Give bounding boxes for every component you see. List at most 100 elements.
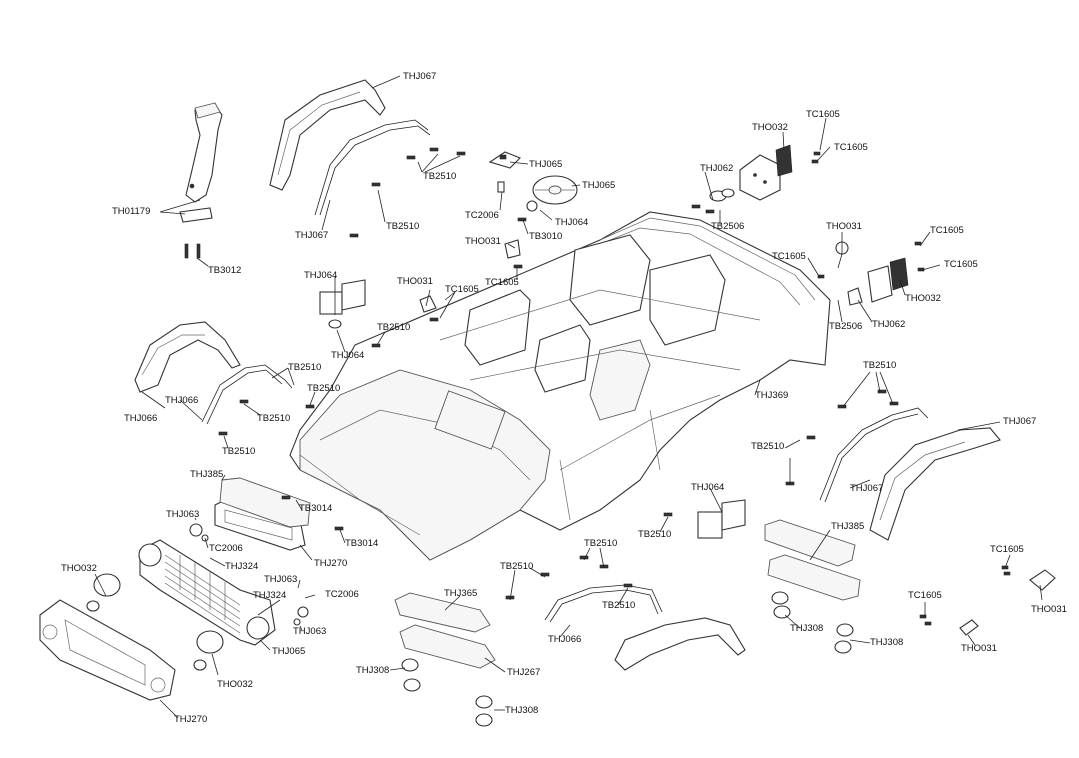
steering-wheel (532, 175, 578, 205)
steering-hub (526, 200, 538, 212)
label-thj062-right: THJ062 (872, 319, 905, 330)
label-thj066-flare: THJ066 (124, 413, 157, 424)
label-tb2510-door: TB2510 (638, 529, 671, 540)
label-tho032-left: THO032 (61, 563, 97, 574)
vehicle-body (289, 211, 831, 561)
grille-assembly-thj065 (138, 539, 276, 646)
label-tc2006-top: TC2006 (465, 210, 499, 221)
label-th01179: TH01179 (112, 206, 150, 217)
label-tho032-top: THO032 (752, 122, 788, 133)
label-thj067-right-bracket: THJ067 (850, 483, 883, 494)
label-tho031-right-a: THO031 (1031, 604, 1067, 615)
label-thj067-bracket: THJ067 (295, 230, 328, 241)
label-tb2510-fl-b: TB2510 (307, 383, 340, 394)
decal-thj385-left (219, 477, 311, 528)
label-thj064-top: THJ064 (555, 217, 588, 228)
cowl-vents (434, 390, 506, 450)
label-thj065-grille: THJ065 (272, 646, 305, 657)
label-thj063-low: THJ063 (293, 626, 326, 637)
headlight-tho032-right (193, 630, 224, 671)
leader-lines (94, 75, 1043, 719)
fender-flare-front-left (134, 321, 241, 393)
connector-thj062-top (709, 188, 735, 202)
controller-box-rear (739, 154, 781, 201)
label-tho031-left: THO031 (397, 276, 433, 287)
label-thj324-b: THJ324 (253, 590, 286, 601)
label-thj064-right: THJ064 (691, 482, 724, 493)
label-tho032-lower: THO032 (217, 679, 253, 690)
label-tho031-right-b: THO031 (961, 643, 997, 654)
label-tc1605-right-d: TC1605 (908, 590, 942, 601)
switch-tho031-left (419, 295, 437, 313)
caps-thj308 (401, 591, 854, 727)
steering-button (488, 151, 521, 169)
label-thj369: THJ369 (755, 390, 788, 401)
label-tc1605-top-a: TC1605 (806, 109, 840, 120)
label-thj063-left: THJ063 (166, 509, 199, 520)
label-thj064-left-top: THJ064 (304, 270, 337, 281)
label-thj385-left: THJ385 (190, 469, 223, 480)
label-thj324-a: THJ324 (225, 561, 258, 572)
label-thj270-b: THJ270 (174, 714, 207, 725)
label-tb2506-right: TB2506 (829, 321, 862, 332)
label-thj308-bottom: THJ308 (505, 705, 538, 716)
screw-pair-tb3012 (184, 243, 201, 259)
label-thj062-top: THJ062 (700, 163, 733, 174)
label-thj385-right: THJ385 (831, 521, 864, 532)
label-tc1605-right-b: TC1605 (944, 259, 978, 270)
label-tc1605-top-b: TC1605 (834, 142, 868, 153)
grille-slats (164, 554, 241, 634)
label-thj065-button: THJ065 (529, 159, 562, 170)
fender-bracket-front-left (201, 364, 293, 425)
speaker-panel-tho032-top (775, 144, 793, 177)
decal-thj385-right (764, 519, 861, 601)
motor-gearbox-thj064-right (697, 499, 746, 539)
motor-gearbox-thj064-left (319, 279, 366, 329)
label-tc1605-right-a: TC1605 (930, 225, 964, 236)
fender-bracket-rear-top (314, 119, 431, 216)
label-tb3014-a: TB3014 (299, 503, 332, 514)
knob-tc2006-top (497, 181, 505, 193)
label-tc2006-left: TC2006 (209, 543, 243, 554)
label-thj066-left: THJ066 (165, 395, 198, 406)
label-thj064-left-bottom: THJ064 (331, 350, 364, 361)
label-thj063-mid: THJ063 (264, 574, 297, 585)
seat-pad-thj365 (394, 592, 491, 633)
label-tb2510-fl-a: TB2510 (288, 362, 321, 373)
label-tc2006-mid: TC2006 (325, 589, 359, 600)
label-thj065-wheel: THJ065 (582, 180, 615, 191)
grille-bezel-thj270 (39, 599, 176, 701)
label-tb2510-fl-d: TB2510 (222, 446, 255, 457)
switch-tho031-mid (504, 239, 521, 259)
fender-flare-rear-top (269, 79, 386, 191)
fender-flare-rear-right (869, 427, 1001, 541)
part-labels: THJ067 THJ067 TB2510 TB2510 TH01179 TB30… (61, 71, 1067, 725)
label-tb2510-top-b: TB2510 (386, 221, 419, 232)
label-tc1605-left: TC1605 (445, 284, 479, 295)
snorkel (179, 102, 223, 223)
label-tb2510-fr-a: TB2510 (584, 538, 617, 549)
fender-bracket-rear-right (819, 407, 929, 503)
fender-flare-front-right (614, 617, 746, 671)
label-tho031-mid: THO031 (465, 236, 501, 247)
label-thj267: THJ267 (507, 667, 540, 678)
label-tc1605-right-c: TC1605 (990, 544, 1024, 555)
fasteners-thj063 (189, 523, 309, 626)
switch-tho031-right-b (959, 619, 979, 636)
label-thj270-a: THJ270 (314, 558, 347, 569)
label-tb2510-fr-c: TB2510 (602, 600, 635, 611)
label-thj308-right-b: THJ308 (870, 637, 903, 648)
label-thj308-right-a: THJ308 (790, 623, 823, 634)
label-tc1605-mid: TC1605 (485, 277, 519, 288)
label-tb2510-rr-b: TB2510 (751, 441, 784, 452)
seats (464, 234, 726, 421)
label-thj066-right: THJ066 (548, 634, 581, 645)
label-thj067-right: THJ067 (1003, 416, 1036, 427)
label-tb2510-top: TB2510 (423, 171, 456, 182)
label-tb3012: TB3012 (208, 265, 241, 276)
label-tb3014-b: TB3014 (345, 538, 378, 549)
label-tho032-right: THO032 (905, 293, 941, 304)
label-tb3010: TB3010 (529, 231, 562, 242)
speaker-panel-tho032-right (867, 257, 909, 303)
